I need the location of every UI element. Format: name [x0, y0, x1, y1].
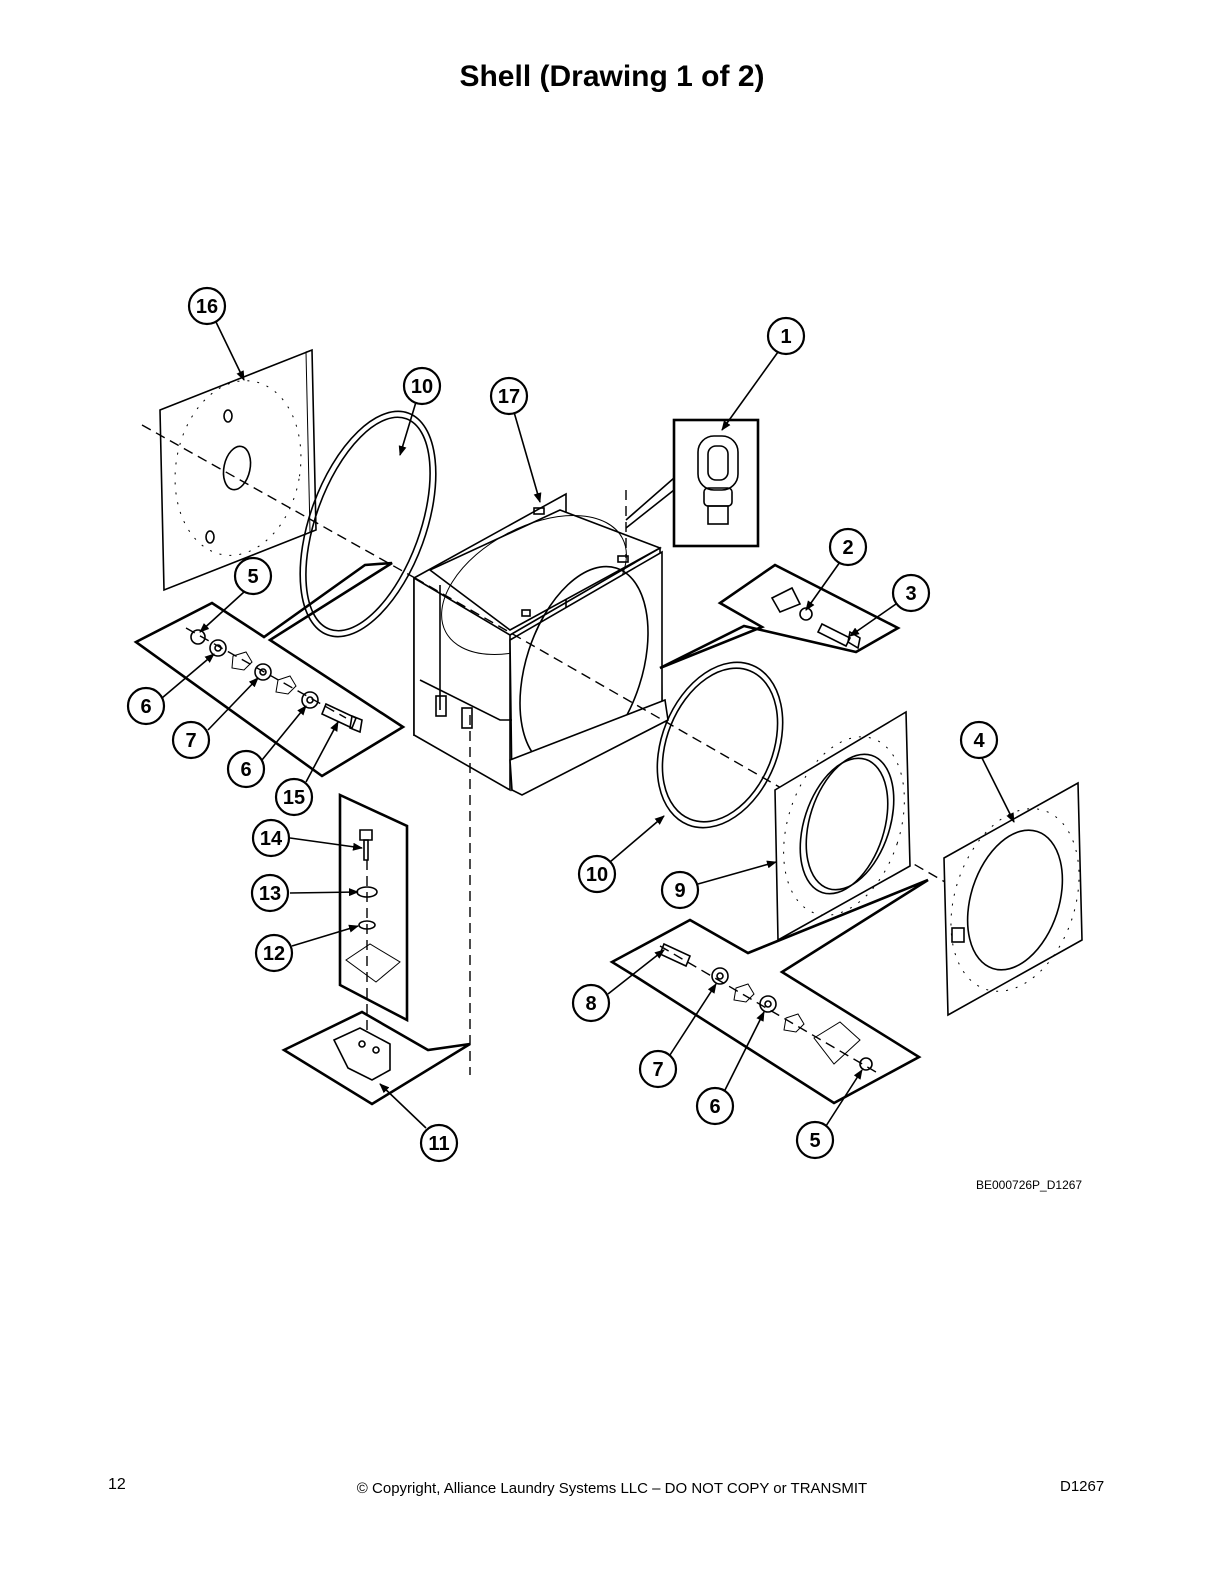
callout-2: 2: [828, 527, 868, 567]
svg-text:7: 7: [185, 730, 196, 752]
fastener-inset-left: [133, 561, 406, 778]
svg-text:11: 11: [428, 1133, 449, 1155]
page-title: Shell (Drawing 1 of 2): [459, 60, 765, 93]
drawing-reference: BE000726P_D1267: [976, 1178, 1083, 1192]
callout-6-left: 6: [126, 686, 166, 726]
callout-11: 11: [419, 1123, 459, 1163]
assembly-axis-center: [414, 577, 1021, 926]
callout-8: 8: [571, 983, 611, 1023]
svg-text:3: 3: [905, 583, 916, 605]
svg-text:6: 6: [140, 696, 151, 718]
document-id: D1267: [1060, 1478, 1105, 1495]
svg-text:6: 6: [709, 1096, 720, 1118]
callout-10-lower: 10: [577, 854, 617, 894]
svg-text:7: 7: [652, 1059, 663, 1081]
callout-16: 16: [187, 286, 227, 326]
callout-15: 15: [274, 777, 314, 817]
callout-7-right: 7: [638, 1049, 678, 1089]
callout-7-left: 7: [171, 720, 211, 760]
callout-12: 12: [254, 933, 294, 973]
foot-hardware-inset: [338, 792, 409, 1050]
svg-text:2: 2: [842, 537, 853, 559]
callout-3: 3: [891, 573, 931, 613]
front-ring-panel-9: [774, 710, 911, 942]
svg-text:16: 16: [196, 296, 218, 318]
callout-13: 13: [250, 873, 290, 913]
svg-text:6: 6: [240, 759, 251, 781]
callout-1: 1: [766, 316, 806, 356]
rear-panel-16: [159, 348, 317, 592]
leader-lines: [161, 321, 1015, 1129]
callout-6-mid: 6: [226, 749, 266, 789]
svg-text:17: 17: [498, 386, 520, 408]
svg-text:14: 14: [260, 828, 283, 850]
svg-text:8: 8: [585, 993, 596, 1015]
svg-text:12: 12: [263, 943, 285, 965]
svg-text:5: 5: [247, 566, 258, 588]
shell-body-17: [413, 492, 669, 796]
callout-9: 9: [660, 870, 700, 910]
svg-text:9: 9: [674, 880, 685, 902]
door-panel-4: [943, 781, 1083, 1017]
gasket-ring-10-upper: [299, 410, 437, 638]
assembly-axis-left: [141, 424, 416, 579]
svg-text:10: 10: [586, 864, 608, 886]
callout-14: 14: [251, 818, 291, 858]
svg-text:4: 4: [973, 730, 985, 752]
page-number: 12: [108, 1476, 126, 1493]
callout-5-upper: 5: [233, 556, 273, 596]
svg-text:15: 15: [283, 787, 305, 809]
callout-4: 4: [959, 720, 999, 760]
callout-17: 17: [489, 376, 529, 416]
foot-bracket-11: [281, 1010, 471, 1106]
svg-text:13: 13: [259, 883, 281, 905]
svg-text:5: 5: [809, 1130, 820, 1152]
callout-10-upper: 10: [402, 366, 442, 406]
svg-text:10: 10: [411, 376, 433, 398]
callout-5-lower: 5: [795, 1120, 835, 1160]
copyright-notice: © Copyright, Alliance Laundry Systems LL…: [356, 1480, 868, 1497]
eyebolt-inset-1: [625, 418, 760, 548]
callout-6-right: 6: [695, 1086, 735, 1126]
svg-text:1: 1: [780, 326, 791, 348]
fastener-inset-2-3: [659, 563, 901, 670]
gasket-ring-10-lower: [656, 661, 784, 829]
